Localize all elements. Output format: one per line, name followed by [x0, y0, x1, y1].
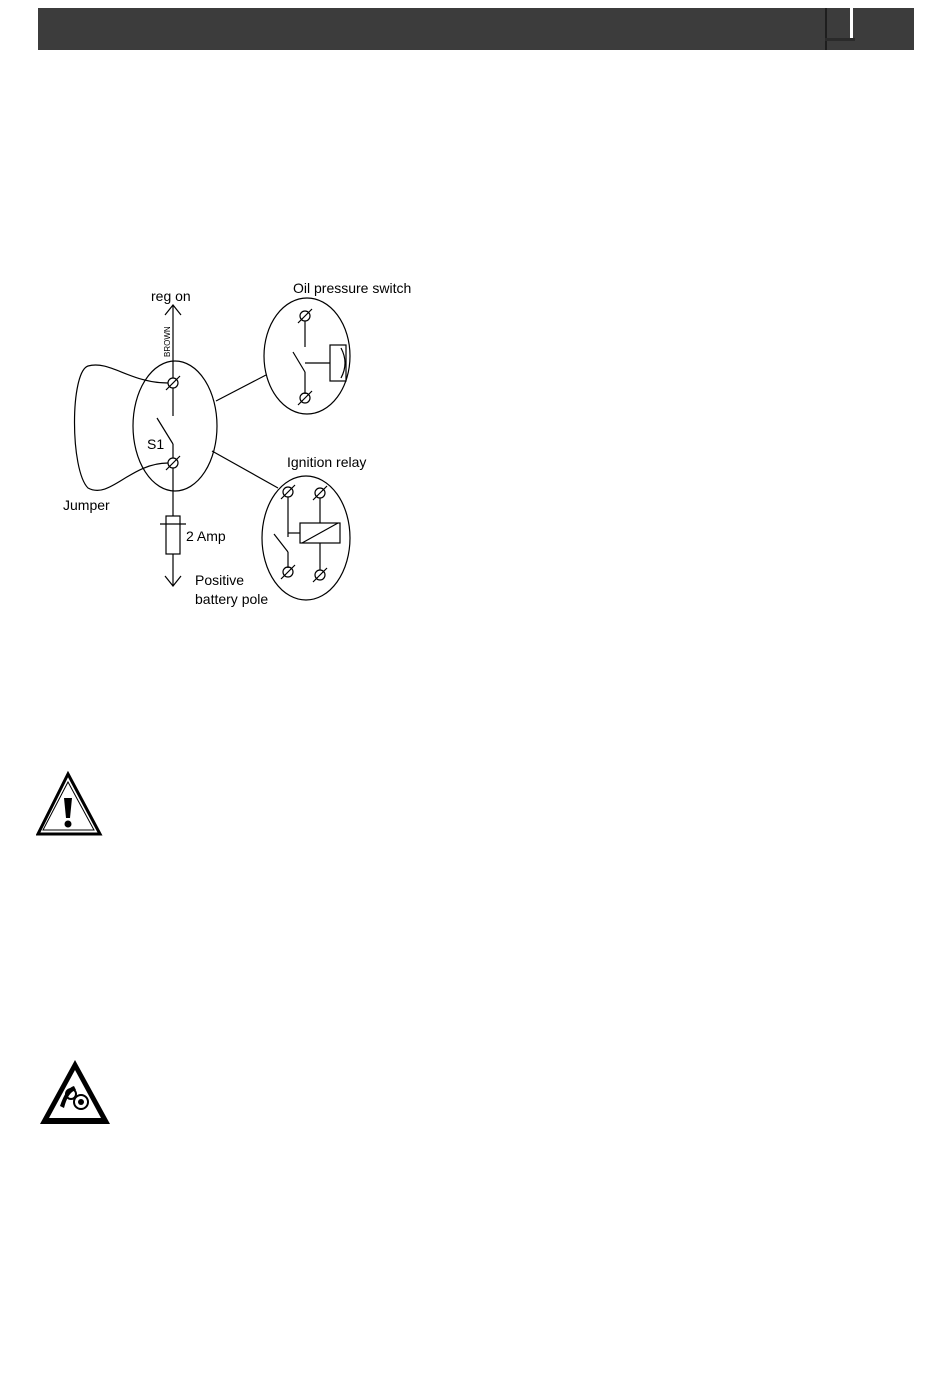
- label-brown: BROWN: [163, 326, 172, 357]
- label-reg-on: reg on: [151, 288, 191, 304]
- label-s1: S1: [147, 436, 164, 452]
- oil-switch-connector: [216, 375, 266, 401]
- label-jumper: Jumper: [63, 497, 110, 513]
- relay-connector: [212, 451, 278, 488]
- warning-triangle-icon: [36, 770, 104, 838]
- label-oil-pressure-switch: Oil pressure switch: [293, 280, 411, 296]
- rotating-parts-hazard-icon: [38, 1058, 112, 1126]
- ignition-relay-ellipse: [262, 476, 350, 600]
- fuse-2amp: [166, 516, 180, 554]
- label-battery-pole: battery pole: [195, 591, 268, 607]
- jumper-wire: [75, 365, 169, 490]
- label-ignition-relay: Ignition relay: [287, 454, 366, 470]
- label-positive: Positive: [195, 572, 244, 588]
- label-fuse-2amp: 2 Amp: [186, 528, 226, 544]
- oil-sensor-body: [330, 345, 346, 381]
